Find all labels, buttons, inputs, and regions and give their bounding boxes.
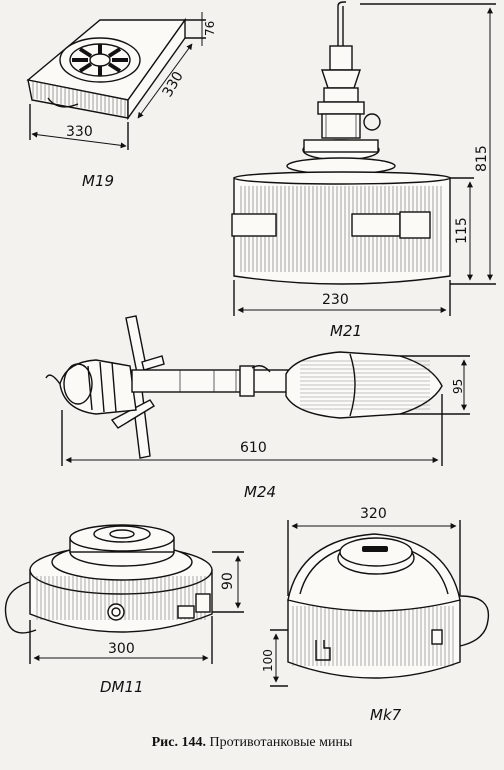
mine-m19-drawing: 330 330 76 M19 xyxy=(26,12,217,190)
mine-m21-drawing: 815 115 230 M21 xyxy=(231,1,496,340)
mine-mk7-drawing: 320 100 Mk7 xyxy=(261,506,490,724)
m24-motor-nozzle xyxy=(59,359,137,415)
m21-extension-rod xyxy=(329,45,353,71)
figure-caption: Рис. 144. Противотанковые мины xyxy=(0,735,504,751)
m21-label: M21 xyxy=(330,322,362,340)
mine-dm11-drawing: 90 300 DM11 xyxy=(4,524,244,696)
dm11-height-dim: 90 xyxy=(220,572,236,590)
m21-fuze xyxy=(321,113,361,139)
m19-width-dim: 330 xyxy=(66,124,93,140)
dm11-fuze-cap xyxy=(93,525,151,543)
m19-label: M19 xyxy=(82,172,114,190)
mk7-carry-handle xyxy=(459,595,490,647)
mine-m24-drawing: 95 610 M24 xyxy=(45,315,470,501)
m19-depth-dim: 330 xyxy=(160,69,187,100)
figure-caption-prefix: Рис. 144. xyxy=(151,735,206,750)
dm11-label: DM11 xyxy=(100,678,144,696)
m21-diameter-dim: 230 xyxy=(322,292,349,308)
m21-total-height-dim: 815 xyxy=(474,145,490,172)
dm11-carry-handle xyxy=(4,581,37,634)
mk7-height-dim: 100 xyxy=(261,649,275,672)
mk7-label: Mk7 xyxy=(370,706,402,724)
mk7-diameter-dim: 320 xyxy=(360,506,387,522)
m24-label: M24 xyxy=(244,483,276,501)
m21-pull-ring xyxy=(363,113,381,131)
m21-body-height-dim: 115 xyxy=(454,217,470,244)
m24-rocket-tube xyxy=(131,369,289,393)
mk7-fuze-slot xyxy=(362,546,388,552)
dm11-diameter-dim: 300 xyxy=(108,641,135,657)
m19-height-dim: 76 xyxy=(203,21,217,36)
m24-diameter-dim: 95 xyxy=(451,379,465,394)
figure-caption-text: Противотанковые мины xyxy=(209,735,353,750)
m24-length-dim: 610 xyxy=(240,440,267,456)
m19-carry-handle xyxy=(47,97,79,108)
